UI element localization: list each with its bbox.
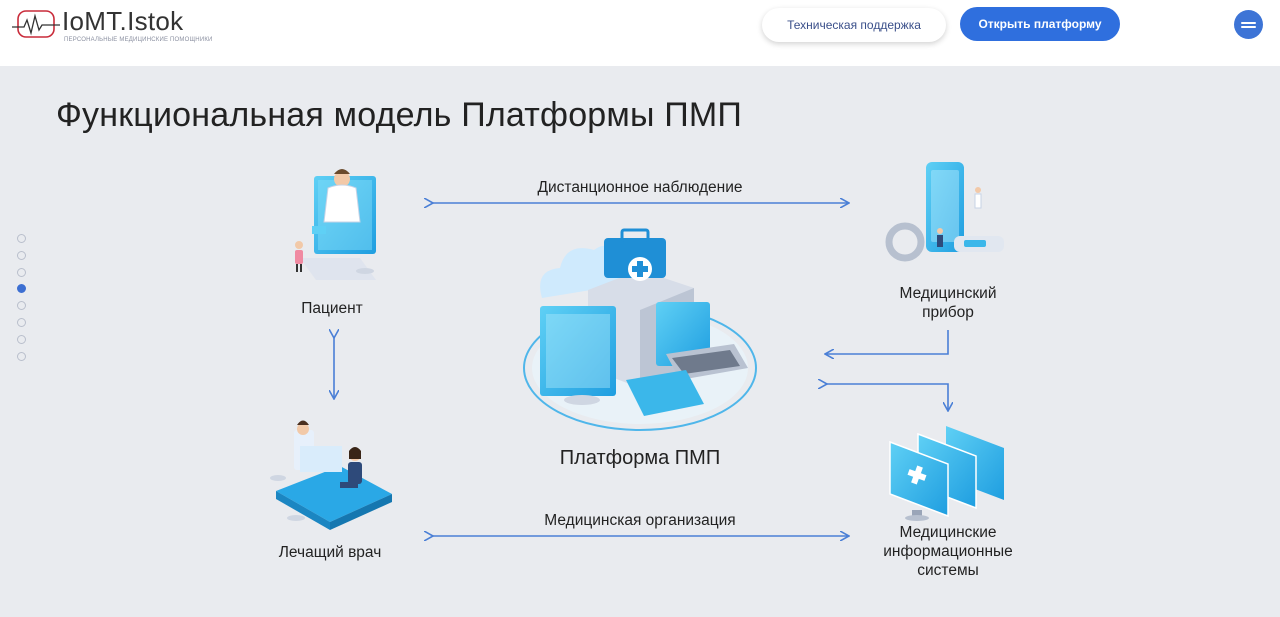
slide-pager-dot[interactable] (17, 250, 26, 260)
slide-pager-dot[interactable] (17, 301, 26, 311)
slide-pager-dot[interactable] (17, 317, 26, 327)
slide-pager-dot[interactable] (17, 267, 26, 277)
open-platform-button[interactable]: Открыть платформу (960, 7, 1120, 41)
doctor-label: Лечащий врач (278, 544, 382, 561)
logo-text: IoMT.Istok (62, 6, 184, 36)
medical-organization-label: Медицинская организация (544, 512, 736, 529)
logo-tagline: ПЕРСОНАЛЬНЫЕ МЕДИЦИНСКИЕ ПОМОЩНИКИ (64, 37, 213, 43)
device-label-line2: прибор (922, 304, 974, 321)
page-title: Функциональная модель Платформы ПМП (56, 96, 743, 134)
slide-functional-model: Функциональная модель Платформы ПМП (0, 66, 1280, 617)
logo[interactable]: IoMT.Istok ПЕРСОНАЛЬНЫЕ МЕДИЦИНСКИЕ ПОМО… (12, 4, 212, 44)
slide-pager-dot[interactable] (17, 284, 26, 294)
device-label-line1: Медицинский (899, 285, 997, 302)
arrow-device-to-platform (826, 330, 949, 354)
mis-label: Медицинские информационные системы (858, 523, 1038, 580)
mis-label-line2: информационные (883, 543, 1013, 560)
mis-label-line1: Медицинские (899, 524, 997, 541)
slide-pager-dot[interactable] (17, 234, 26, 243)
mis-illustration (889, 426, 1004, 521)
tech-support-button[interactable]: Техническая поддержка (762, 8, 946, 42)
medical-device-illustration (885, 162, 1004, 262)
heart-pulse-logo-icon (12, 10, 60, 38)
slide-pager-dot[interactable] (17, 334, 26, 344)
platform-illustration (523, 228, 757, 431)
arrow-platform-to-mis (826, 384, 948, 410)
doctor-illustration (270, 420, 392, 530)
patient-label: Пациент (301, 300, 363, 317)
mis-label-line3: системы (917, 562, 979, 579)
hamburger-icon[interactable] (1234, 10, 1263, 39)
remote-monitoring-label: Дистанционное наблюдение (537, 179, 743, 196)
slide-pager-dot[interactable] (17, 351, 26, 361)
diagram-canvas (270, 162, 1004, 617)
platform-label: Платформа ПМП (559, 447, 721, 469)
patient-illustration (295, 169, 376, 280)
top-header: IoMT.Istok ПЕРСОНАЛЬНЫЕ МЕДИЦИНСКИЕ ПОМО… (0, 0, 1280, 66)
device-label: Медицинский прибор (868, 284, 1028, 322)
slide-pager (17, 234, 27, 368)
